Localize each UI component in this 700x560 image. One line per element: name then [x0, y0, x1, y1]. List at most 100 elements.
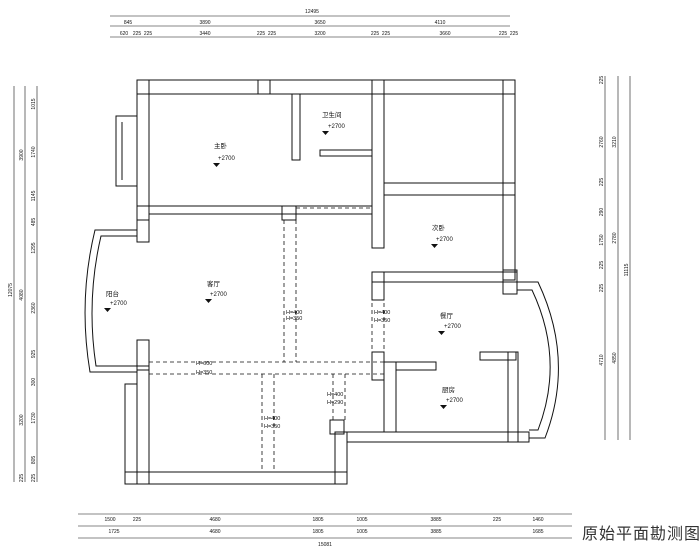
room-balcony: 阳台 — [106, 289, 119, 298]
beam-annotation: H=400 — [264, 416, 280, 422]
bottom-sub-dim-1: 1725 — [108, 529, 119, 535]
left-sub-dim-2: 1740 — [31, 146, 37, 157]
bottom-dim-8: 1460 — [532, 517, 543, 523]
top-dimensions: 12495 845 3890 3650 4110 620 225 225 344… — [110, 9, 519, 38]
beam-annotation: H=350 — [196, 370, 212, 376]
beam-annotation: H=350 — [264, 424, 280, 430]
beam-annotation: H=350 — [374, 318, 390, 324]
right-sub-dim-5: 225 — [599, 261, 605, 270]
top-sub-dim-1: 620 — [120, 31, 129, 37]
right-top-dim: 225 — [599, 76, 605, 85]
bottom-dimensions: 1500 225 4680 1805 1005 3885 225 1460 17… — [78, 513, 572, 548]
left-sub-dim-3: 1145 — [31, 190, 37, 201]
elevation-marker-icon — [438, 331, 445, 335]
right-dim-3: 4850 — [612, 352, 618, 363]
bottom-dim-3: 4680 — [209, 517, 220, 523]
bottom-sub-dim-5: 3885 — [430, 529, 441, 535]
bottom-dim-1: 1500 — [104, 517, 115, 523]
elevation-marker-icon — [440, 405, 447, 409]
walls — [84, 79, 559, 485]
right-sub-dim-2: 225 — [599, 178, 605, 187]
beam-annotations: H=400 H=350 H=400 H=350 H=600 H=350 H=40… — [196, 310, 390, 430]
top-sub-dim-5: 225 — [257, 31, 266, 37]
bottom-sub-dim-3: 1805 — [312, 529, 323, 535]
left-sub-dim-8: 300 — [31, 378, 37, 387]
elevation-kitchen: +2700 — [446, 398, 464, 404]
top-dim-1: 845 — [124, 20, 133, 26]
elevation-bathroom: +2700 — [328, 124, 346, 130]
elevation-marker-icon — [431, 244, 438, 248]
left-sub-dim-6: 2360 — [31, 302, 37, 313]
top-sub-dim-8: 225 — [371, 31, 380, 37]
top-total-dimension: 12495 — [305, 9, 319, 15]
left-sub-dim-4: 485 — [31, 218, 37, 227]
room-second-bedroom: 次卧 — [432, 223, 446, 232]
elevation-marker-icon — [213, 163, 220, 167]
top-sub-dim-9: 225 — [382, 31, 391, 37]
beam-lines — [149, 207, 385, 472]
room-bathroom: 卫生间 — [322, 110, 342, 119]
top-sub-dim-10: 3660 — [439, 31, 450, 37]
right-sub-dim-3: 290 — [599, 208, 605, 217]
beam-annotation: H=600 — [196, 361, 212, 367]
left-sub-dim-1: 1015 — [31, 98, 37, 109]
top-dim-4: 4110 — [435, 20, 446, 26]
elevation-dining-room: +2700 — [444, 324, 462, 330]
top-sub-dim-11: 225 — [499, 31, 508, 37]
room-kitchen: 厨房 — [442, 385, 455, 394]
right-dim-2: 2780 — [612, 232, 618, 243]
room-labels: 主卧 +2700 卫生间 +2700 次卧 +2700 客厅 +2700 阳台 … — [104, 110, 464, 409]
right-sub-dim-6: 225 — [599, 284, 605, 293]
top-sub-dim-2: 225 — [133, 31, 142, 37]
right-dimensions: 225 2760 225 290 1750 225 225 4710 3210 … — [599, 76, 631, 440]
elevation-balcony: +2700 — [110, 301, 128, 307]
elevation-second-bedroom: +2700 — [436, 237, 454, 243]
beam-annotation: H=400 — [327, 392, 343, 398]
room-living-room: 客厅 — [207, 279, 221, 288]
left-sub-dim-9: 1730 — [31, 412, 37, 423]
beam-annotation: H=350 — [286, 316, 302, 322]
elevation-marker-icon — [205, 299, 212, 303]
right-sub-dim-1: 2760 — [599, 136, 605, 147]
bottom-dim-7: 225 — [493, 517, 502, 523]
bottom-sub-dim-2: 4680 — [209, 529, 220, 535]
left-extra-dim: 225 — [19, 474, 25, 483]
bottom-dim-6: 3885 — [430, 517, 441, 523]
top-sub-dim-7: 3200 — [314, 31, 325, 37]
top-sub-dim-4: 3440 — [199, 31, 210, 37]
bottom-dim-5: 1005 — [356, 517, 367, 523]
left-dimensions: 12075 3900 4080 3200 1015 1740 1145 485 … — [8, 86, 38, 483]
bottom-dim-4: 1805 — [312, 517, 323, 523]
top-sub-dim-3: 225 — [144, 31, 153, 37]
top-dim-2: 3890 — [199, 20, 210, 26]
room-master-bedroom: 主卧 — [214, 141, 228, 150]
left-total-dimension: 12075 — [8, 283, 14, 297]
left-sub-dim-10: 805 — [31, 456, 37, 465]
beam-annotation: H=400 — [286, 310, 302, 316]
right-sub-dim-4: 1750 — [599, 234, 605, 245]
beam-annotation: H=290 — [327, 400, 343, 406]
left-sub-dim-11: 225 — [31, 474, 37, 483]
elevation-living-room: +2700 — [210, 292, 228, 298]
left-sub-dim-7: 925 — [31, 350, 37, 359]
bottom-sub-dim-4: 1005 — [356, 529, 367, 535]
left-dim-3: 3200 — [19, 414, 25, 425]
top-sub-dim-6: 225 — [268, 31, 277, 37]
beam-annotation: H=400 — [374, 310, 390, 316]
elevation-master-bedroom: +2700 — [218, 156, 236, 162]
elevation-marker-icon — [104, 308, 111, 312]
top-sub-dim-12: 225 — [510, 31, 519, 37]
left-sub-dim-5: 1295 — [31, 242, 37, 253]
bottom-dim-2: 225 — [133, 517, 142, 523]
right-dim-1: 3210 — [612, 136, 618, 147]
bottom-sub-dim-6: 1685 — [532, 529, 543, 535]
left-dim-2: 4080 — [19, 289, 25, 300]
drawing-title: 原始平面勘测图 — [582, 525, 700, 543]
top-dim-3: 3650 — [314, 20, 325, 26]
left-dim-1: 3900 — [19, 149, 25, 160]
right-total-dimension: 11115 — [624, 263, 630, 276]
bottom-total-dimension: 15081 — [318, 542, 332, 548]
room-dining-room: 餐厅 — [440, 311, 454, 320]
elevation-marker-icon — [322, 131, 329, 135]
